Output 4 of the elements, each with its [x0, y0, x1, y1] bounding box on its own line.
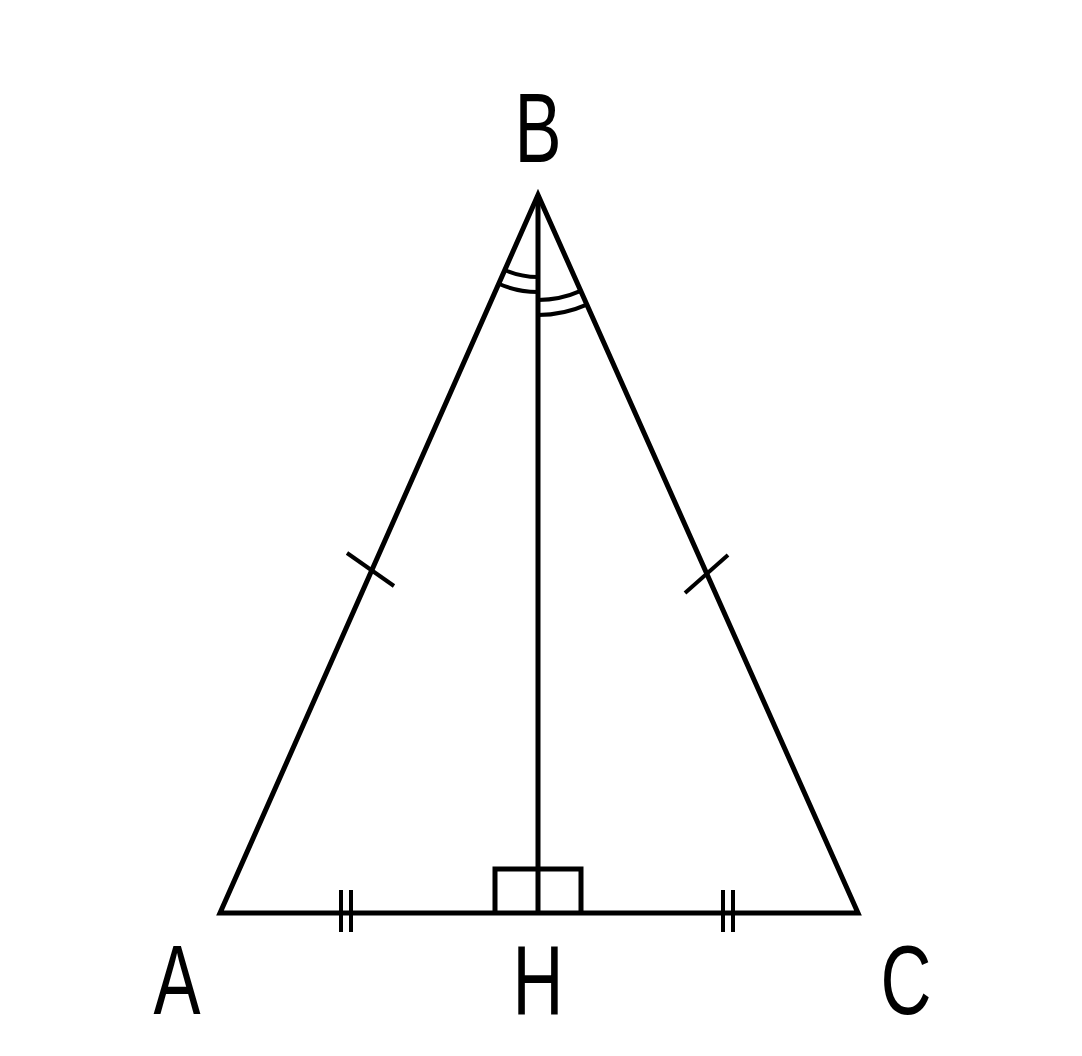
vertex-label: H — [512, 931, 564, 1029]
vertex-label: C — [880, 931, 932, 1029]
vertex-label: B — [514, 79, 562, 177]
vertex-label: A — [153, 931, 201, 1029]
